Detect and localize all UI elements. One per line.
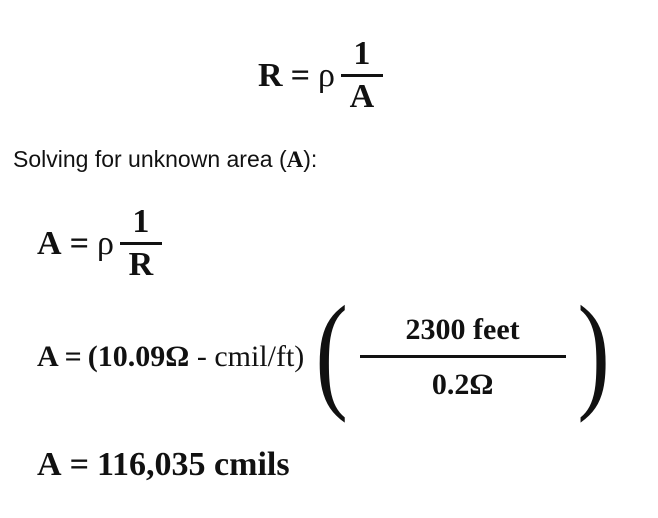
- resistivity-units: cmil/ft: [214, 340, 295, 373]
- big-open-paren: (: [315, 280, 349, 424]
- resistance-formula: R = ρ 1 A: [258, 36, 383, 115]
- area-formula: A = ρ 1 R: [37, 204, 162, 283]
- big-close-paren: ): [577, 280, 610, 424]
- caption-prefix: Solving for unknown area (: [13, 146, 287, 172]
- resistivity-value: 10.09Ω: [97, 340, 190, 373]
- eq3-close-paren: ): [294, 340, 305, 373]
- eq1-equals: =: [290, 56, 310, 94]
- eq3-fraction: 2300 feet 0.2Ω: [359, 312, 566, 402]
- eq2-fraction: 1 R: [119, 203, 162, 283]
- eq1-lhs: R: [258, 56, 283, 94]
- caption-suffix: ):: [303, 146, 318, 172]
- fraction-bar: [119, 242, 162, 245]
- eq2-numerator: 1: [132, 203, 150, 240]
- fraction-bar: [340, 74, 383, 77]
- eq2-lhs: A: [37, 224, 62, 262]
- result-value: 116,035 cmils: [96, 446, 290, 483]
- caption-variable: A: [286, 147, 304, 172]
- eq2-equals: =: [69, 224, 89, 262]
- eq3-lhs: A: [37, 340, 59, 373]
- eq3-equals: =: [64, 340, 82, 373]
- rho-symbol: ρ: [96, 224, 114, 262]
- result-formula: A = 116,035 cmils: [37, 446, 290, 484]
- eq1-denominator: A: [349, 78, 375, 115]
- rho-symbol: ρ: [317, 56, 335, 94]
- resistance-denominator: 0.2Ω: [431, 367, 494, 401]
- length-numerator: 2300 feet: [405, 312, 520, 346]
- fraction-bar: [359, 354, 566, 358]
- eq4-lhs: A: [37, 446, 62, 483]
- eq3-separator: -: [189, 340, 215, 373]
- solving-caption: Solving for unknown area (A):: [13, 146, 317, 173]
- substitution-formula: A = (10.09Ω - cmil/ft) ( 2300 feet 0.2Ω …: [37, 287, 615, 417]
- eq4-equals: =: [69, 446, 89, 483]
- eq2-denominator: R: [128, 246, 154, 283]
- eq1-numerator: 1: [353, 35, 371, 72]
- eq1-fraction: 1 A: [340, 35, 383, 115]
- eq3-open-paren: (: [87, 340, 98, 373]
